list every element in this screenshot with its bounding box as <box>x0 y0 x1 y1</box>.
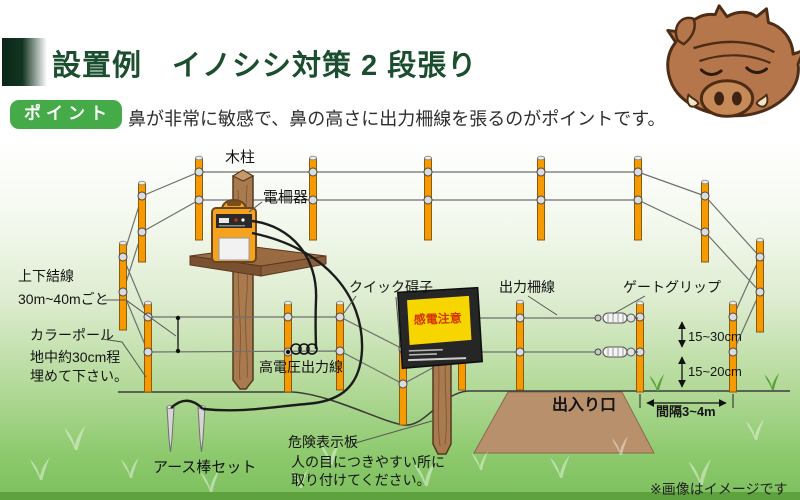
energizer-label: 電柵器 <box>263 189 309 206</box>
dimension-span-label: 間隔3~4m <box>656 404 716 419</box>
danger-board-sublabel-2: 取り付けてください。 <box>291 472 431 488</box>
fence-posts-back <box>118 155 765 333</box>
entrance-label: 出入り口 <box>552 397 617 414</box>
joint-wire-sublabel: 30m~40mごと <box>18 291 109 307</box>
entrance-path <box>473 391 655 454</box>
danger-board-sublabel-1: 人の目につきやすい所に <box>291 454 445 470</box>
dimension-arrows <box>639 321 734 408</box>
image-disclaimer: ※画像はイメージです <box>650 481 788 497</box>
color-pole-sublabel-2: 埋めて下さい。 <box>30 368 128 384</box>
earth-rod-label: アース棒セット <box>153 459 257 476</box>
quick-insulator-label: クイック碍子 <box>349 279 433 295</box>
gate-grip-bottom <box>594 346 638 358</box>
page-title: 設置例 イノシシ対策 2 段張り <box>52 50 478 82</box>
output-wire-label: 出力柵線 <box>499 279 555 295</box>
title-accent-square <box>2 38 47 86</box>
wood-post-label: 木柱 <box>225 149 256 166</box>
sign-text: 感電注意 <box>413 310 462 327</box>
color-pole-sublabel-1: 地中約30cm程 <box>30 349 121 365</box>
dimension-upper-label: 15~30cm <box>688 329 742 344</box>
joint-wire-label: 上下結線 <box>18 268 74 284</box>
energizer-device <box>189 199 327 277</box>
boar-illustration <box>666 4 800 118</box>
gate-grip-top <box>594 312 638 324</box>
danger-board-label: 危険表示板 <box>288 434 358 450</box>
warning-sign: 感電注意 <box>396 286 484 455</box>
color-pole-label: カラーポール <box>30 327 114 343</box>
gate-grip-label: ゲートグリップ <box>623 279 721 295</box>
point-text: 鼻が非常に敏感で、鼻の高さに出力柵線を張るのがポイントです。 <box>128 109 666 129</box>
point-badge: ポイント <box>10 100 122 130</box>
leader-lines <box>101 201 646 445</box>
hv-output-label: 高電圧出力線 <box>259 359 343 375</box>
dimension-lower-label: 15~20cm <box>688 364 742 379</box>
grass-bottom-strip <box>0 492 800 500</box>
energizer-cables <box>170 219 364 412</box>
